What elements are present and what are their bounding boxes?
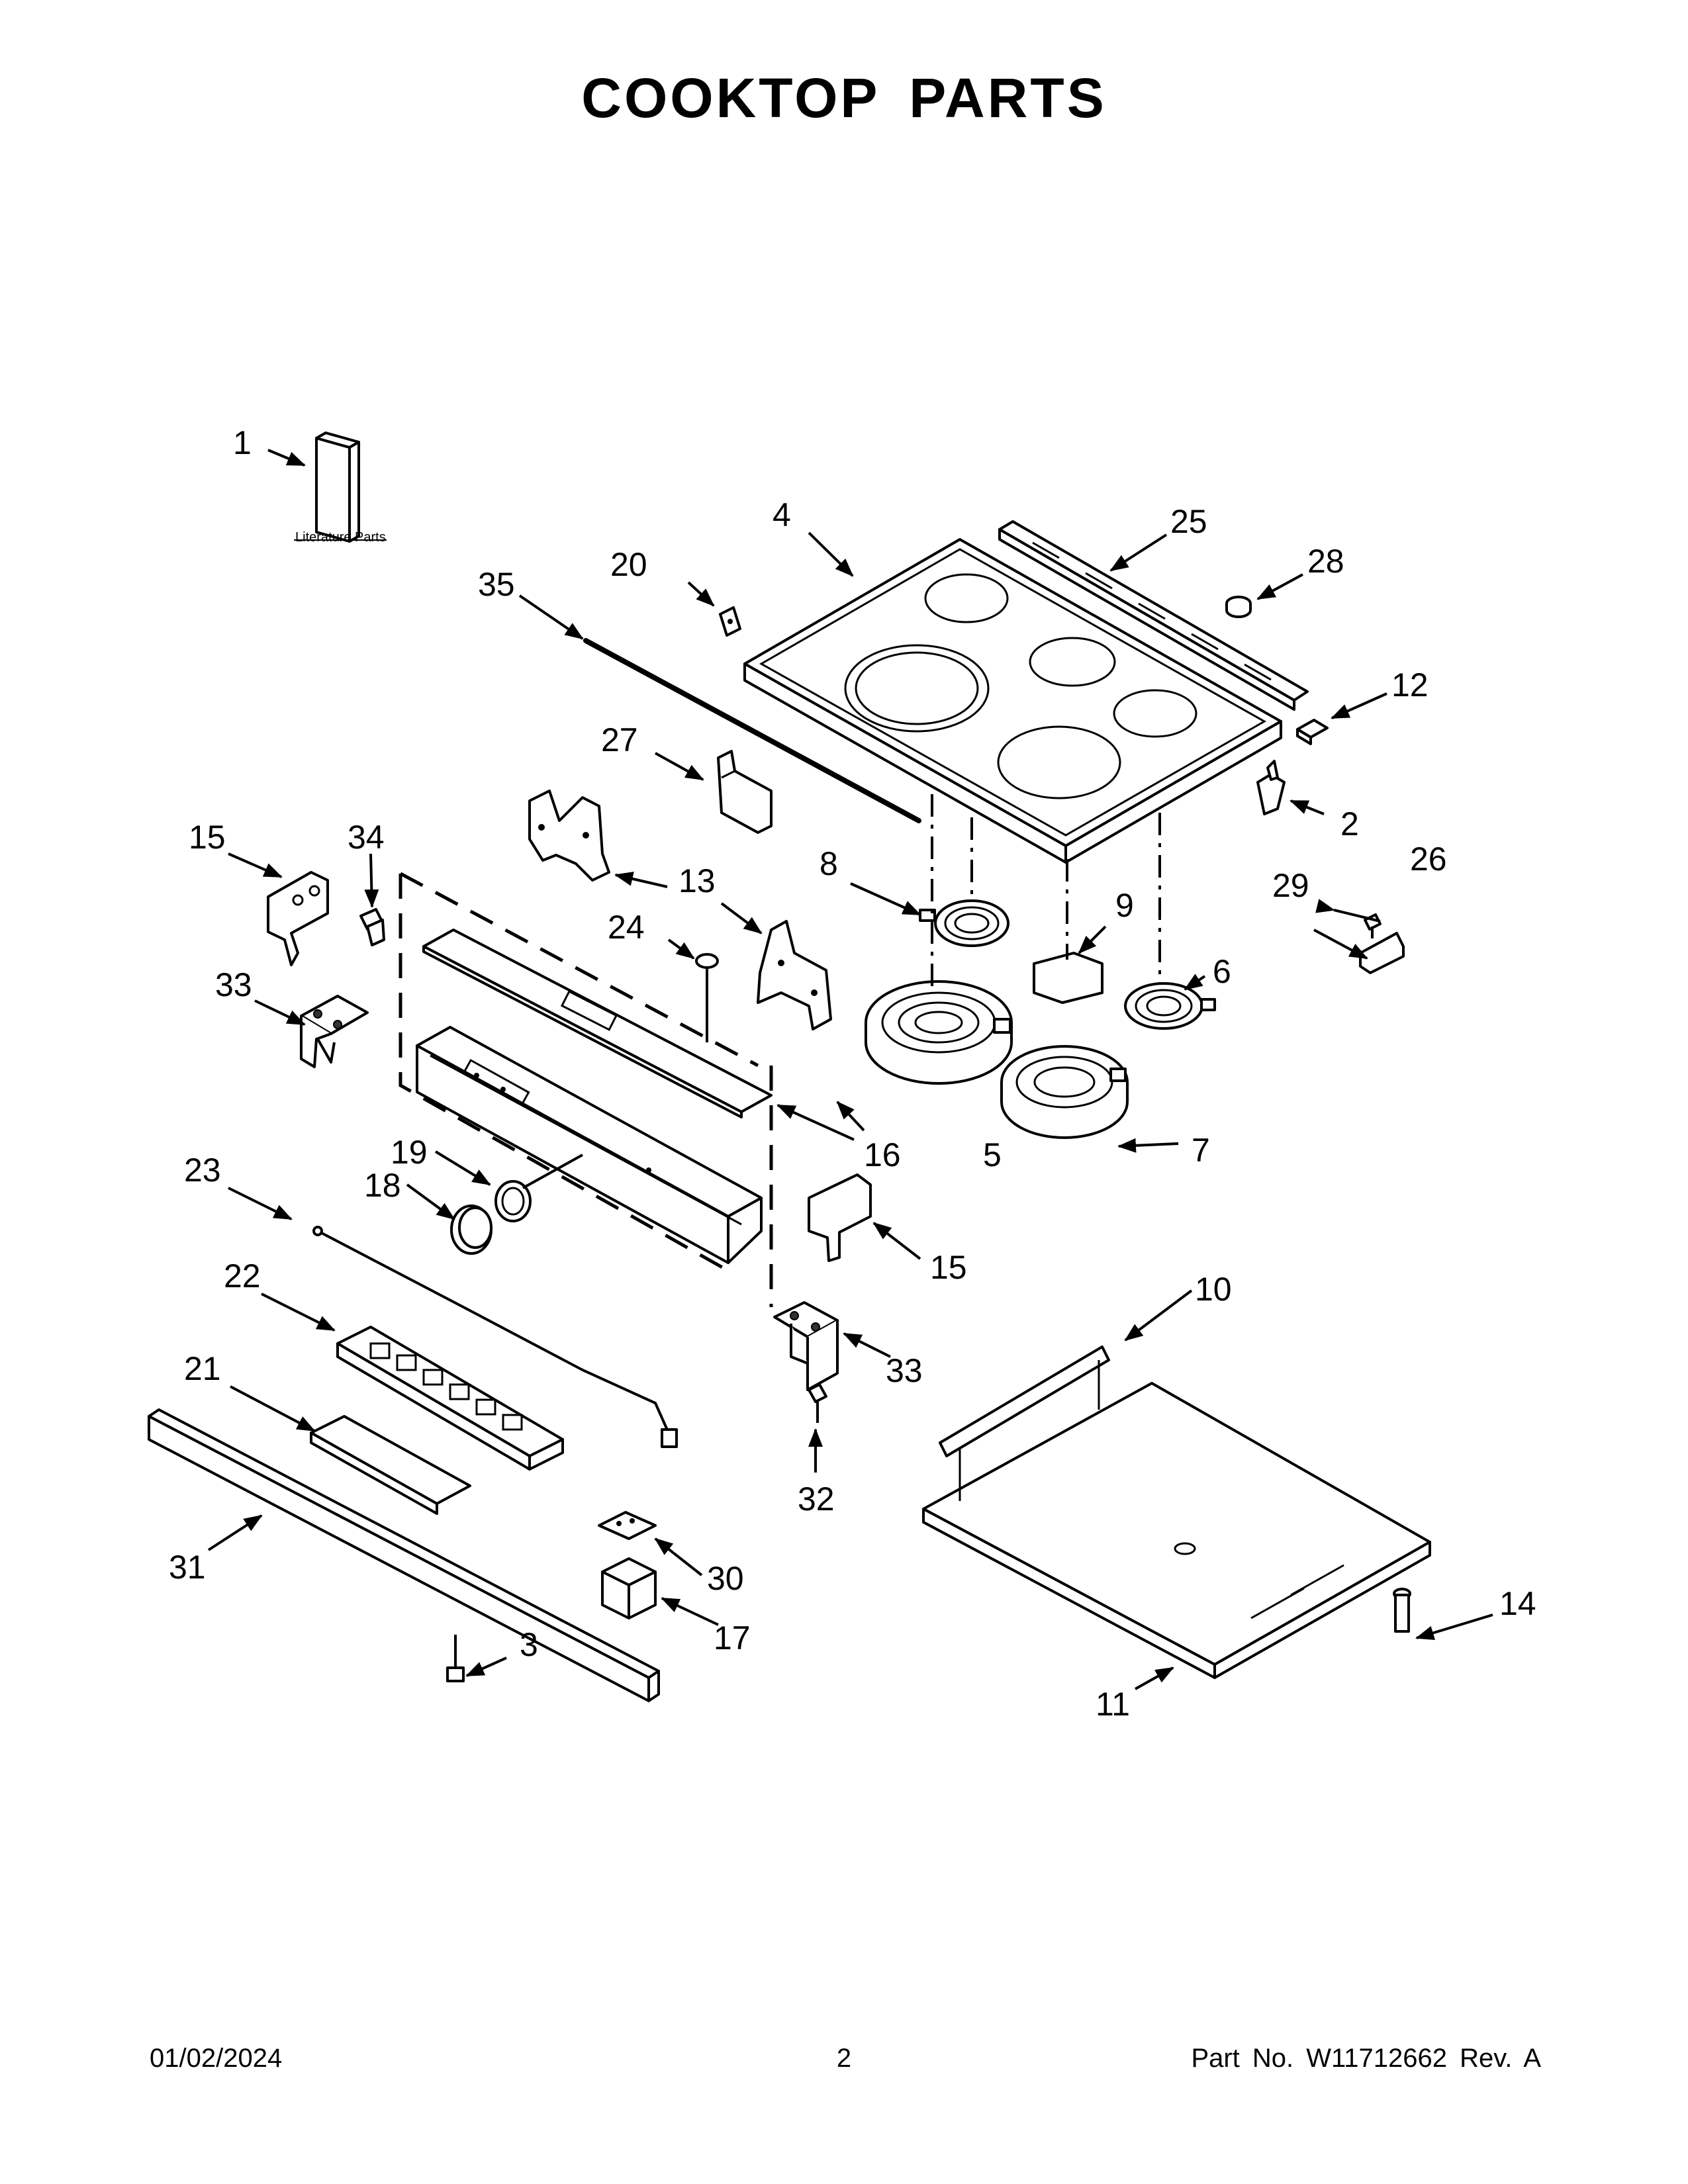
knob-ring-19 (494, 1180, 532, 1222)
callout-29: 29 (1272, 867, 1309, 904)
chassis-pan (922, 1382, 1431, 1679)
callout-7: 7 (1192, 1132, 1210, 1169)
callout-26: 26 (1410, 841, 1447, 878)
callout-13: 13 (679, 862, 716, 899)
element-7 (1000, 1045, 1129, 1139)
literature-parts: Literature Parts (294, 432, 387, 545)
callout-2: 2 (1340, 805, 1359, 842)
callout-12: 12 (1391, 666, 1429, 704)
callout-19: 19 (391, 1134, 428, 1171)
callout-24: 24 (608, 909, 645, 946)
callout-28: 28 (1307, 543, 1344, 580)
callout-9: 9 (1115, 887, 1134, 924)
callout-30: 30 (707, 1560, 744, 1597)
control-board (336, 1326, 564, 1471)
button-24 (695, 953, 719, 1042)
callout-15-right: 15 (930, 1249, 967, 1286)
bracket-27 (717, 750, 773, 834)
footer-part-number: Part No. W11712662 Rev. A (1191, 2044, 1541, 2073)
bracket-29 (1359, 932, 1405, 974)
callout-8: 8 (820, 845, 838, 882)
footer-date: 01/02/2024 (150, 2044, 283, 2073)
bracket-33-left (300, 995, 369, 1068)
callout-18: 18 (364, 1167, 401, 1204)
callout-11: 11 (1096, 1686, 1130, 1723)
switch-cover-30 (598, 1511, 657, 1540)
element-9-sensor (1033, 952, 1103, 1004)
page-title: COOKTOP PARTS (581, 67, 1107, 129)
callout-1: 1 (233, 424, 252, 461)
element-5 (865, 980, 1013, 1085)
front-trim (148, 1408, 660, 1702)
switch-17 (601, 1557, 657, 1619)
bumper (1225, 596, 1252, 618)
callout-22: 22 (224, 1257, 261, 1295)
assembly-guides (399, 794, 1161, 1307)
callout-3: 3 (520, 1626, 538, 1663)
callout-21: 21 (184, 1350, 221, 1387)
shield-21 (310, 1415, 471, 1515)
callout-32: 32 (798, 1480, 835, 1518)
callout-16: 16 (864, 1136, 901, 1173)
clip-12 (1296, 719, 1329, 745)
callout-10: 10 (1195, 1271, 1232, 1308)
wire-harness (312, 1226, 678, 1448)
screw-3 (446, 1635, 465, 1682)
callout-27: 27 (601, 721, 638, 758)
callout-5: 5 (983, 1136, 1002, 1173)
callout-25: 25 (1170, 503, 1207, 540)
chassis-rail-10 (939, 1345, 1110, 1501)
bracket-15-right (808, 1173, 872, 1262)
callout-33-right: 33 (886, 1352, 923, 1389)
callout-23: 23 (184, 1152, 221, 1189)
callout-33-left: 33 (215, 966, 252, 1003)
element-6 (1124, 982, 1216, 1030)
screw-32 (808, 1383, 827, 1423)
callout-14: 14 (1499, 1585, 1536, 1622)
screw-26 (1364, 913, 1382, 938)
cooktop-glass (743, 538, 1282, 864)
callout-4: 4 (773, 496, 791, 533)
bracket-13-right (757, 920, 832, 1030)
control-panel-cover (422, 929, 773, 1118)
callout-20: 20 (610, 546, 647, 583)
callout-6: 6 (1213, 953, 1231, 990)
bracket-33-right (773, 1301, 839, 1391)
callout-31: 31 (169, 1549, 206, 1586)
bracket-13-left (528, 790, 610, 882)
footer-page-number: 2 (836, 2044, 852, 2073)
screw-14 (1393, 1588, 1411, 1633)
callout-17: 17 (714, 1619, 751, 1657)
plate-20 (719, 606, 741, 637)
control-panel (416, 1026, 763, 1264)
bracket-2 (1256, 760, 1286, 815)
screw-34 (359, 908, 385, 946)
callout-labels: 1 4 25 28 20 35 12 2 27 13 26 29 8 9 6 7… (169, 424, 1536, 1723)
literature-label: Literature Parts (295, 530, 386, 545)
bracket-15-left (267, 871, 329, 966)
callout-15-left: 15 (189, 819, 226, 856)
rear-trim (998, 520, 1309, 711)
knob-18 (450, 1205, 492, 1255)
callout-34: 34 (348, 819, 385, 856)
callout-35: 35 (478, 566, 515, 603)
rod-35 (583, 638, 921, 823)
leader-lines (207, 449, 1493, 1690)
